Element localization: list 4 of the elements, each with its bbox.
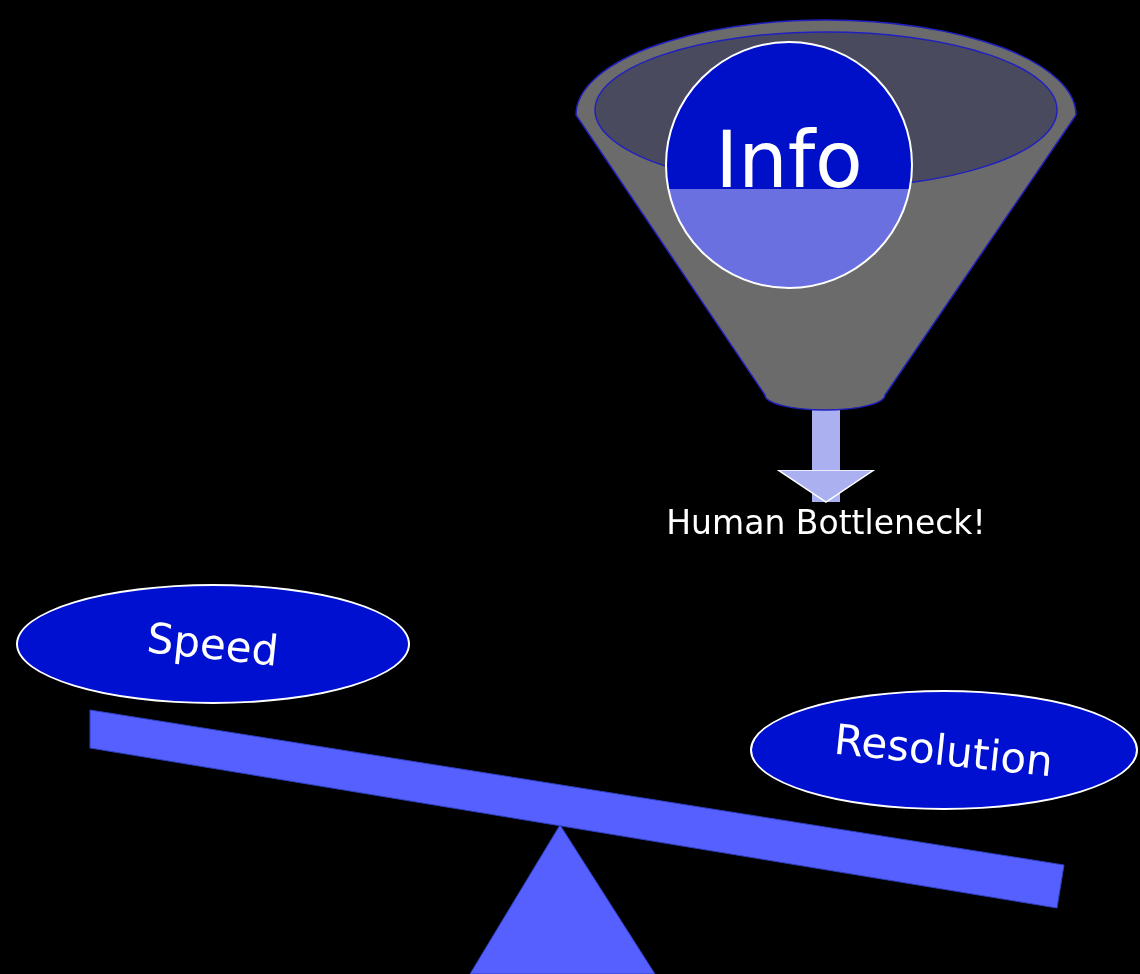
caption-text: Human Bottleneck! <box>620 502 1032 544</box>
block-arrow <box>777 410 875 503</box>
ellipse-node: Speed <box>16 584 410 704</box>
ellipse-node: Resolution <box>750 690 1138 810</box>
